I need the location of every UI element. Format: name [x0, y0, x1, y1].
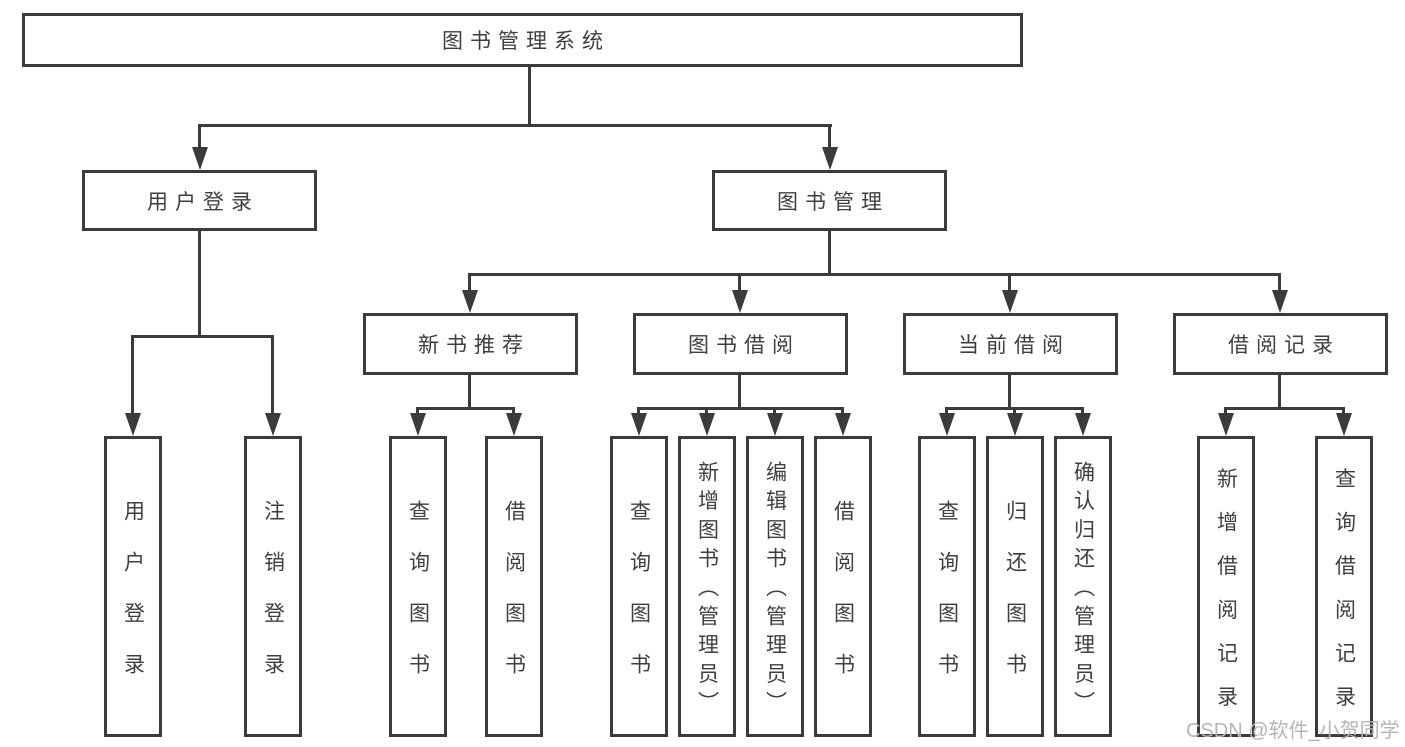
- connector-line: [1008, 375, 1011, 407]
- leaf-query-borrow-record: 查询借阅记录: [1315, 436, 1373, 737]
- arrow-down-icon: [265, 413, 281, 436]
- connector-line: [1342, 407, 1345, 416]
- connector-line: [528, 67, 531, 124]
- leaf-query-books-borrow: 查询图书: [610, 436, 668, 737]
- arrow-down-icon: [767, 413, 783, 436]
- leaf-confirm-return-admin-label: 确认归还（管理员）: [1071, 460, 1095, 720]
- arrow-down-icon: [835, 413, 851, 436]
- csdn-watermark: CSDN @软件_小贺同学: [1186, 720, 1400, 742]
- arrow-down-icon: [506, 413, 522, 436]
- arrow-down-icon: [192, 147, 208, 170]
- leaf-query-books-recommend: 查询图书: [389, 436, 447, 737]
- node-user-login: 用户登录: [82, 170, 317, 231]
- node-user-login-label: 用户登录: [147, 190, 259, 214]
- leaf-query-books-recommend-label: 查询图书: [406, 499, 430, 704]
- arrow-down-icon: [1007, 413, 1023, 436]
- leaf-add-borrow-record: 新增借阅记录: [1197, 436, 1255, 737]
- connector-line: [1278, 375, 1281, 407]
- leaf-query-books-borrow-label: 查询图书: [627, 499, 651, 704]
- connector-line: [198, 231, 201, 335]
- connector-line: [131, 335, 134, 414]
- leaf-borrow-books-label: 借阅图书: [831, 499, 855, 704]
- node-book-borrow-label: 图书借阅: [688, 334, 800, 357]
- leaf-query-books-current: 查询图书: [918, 436, 976, 737]
- connector-line: [637, 407, 844, 410]
- leaf-query-borrow-record-label: 查询借阅记录: [1332, 466, 1356, 729]
- connector-line: [271, 335, 274, 414]
- node-book-management: 图书管理: [712, 170, 947, 231]
- arrow-down-icon: [410, 413, 426, 436]
- connector-line: [828, 231, 831, 273]
- node-book-borrow: 图书借阅: [633, 313, 848, 375]
- connector-line: [841, 407, 844, 416]
- leaf-logout-label: 注销登录: [261, 499, 285, 704]
- connector-line: [416, 407, 419, 416]
- node-current-borrow: 当前借阅: [903, 313, 1118, 375]
- leaf-add-book-admin-label: 新增图书（管理员）: [695, 460, 719, 720]
- node-new-book-recommend: 新书推荐: [363, 313, 578, 375]
- connector-line: [1008, 273, 1011, 293]
- connector-line: [1278, 273, 1281, 293]
- connector-line: [1224, 407, 1227, 416]
- connector-line: [416, 407, 515, 410]
- connector-line: [738, 273, 741, 293]
- connector-line: [468, 273, 1281, 276]
- leaf-add-book-admin: 新增图书（管理员）: [678, 436, 736, 737]
- node-book-management-label: 图书管理: [777, 190, 889, 214]
- leaf-logout: 注销登录: [244, 436, 302, 737]
- arrow-down-icon: [125, 413, 141, 436]
- arrow-down-icon: [1002, 290, 1018, 313]
- arrow-down-icon: [939, 413, 955, 436]
- leaf-confirm-return-admin: 确认归还（管理员）: [1054, 436, 1112, 737]
- connector-line: [828, 124, 831, 150]
- connector-line: [1013, 407, 1016, 416]
- connector-line: [131, 335, 274, 338]
- leaf-borrow-books-recommend: 借阅图书: [485, 436, 543, 737]
- leaf-borrow-books: 借阅图书: [814, 436, 872, 737]
- node-current-borrow-label: 当前借阅: [958, 334, 1070, 357]
- leaf-add-borrow-record-label: 新增借阅记录: [1214, 466, 1238, 729]
- node-library-system-label: 图书管理系统: [442, 30, 610, 53]
- leaf-borrow-books-recommend-label: 借阅图书: [502, 499, 526, 704]
- connector-line: [512, 407, 515, 416]
- connector-line: [773, 407, 776, 416]
- arrow-down-icon: [1272, 290, 1288, 313]
- connector-line: [637, 407, 640, 416]
- node-new-book-recommend-label: 新书推荐: [418, 334, 530, 357]
- connector-line: [1224, 407, 1345, 410]
- connector-line: [198, 124, 832, 127]
- arrow-down-icon: [1218, 413, 1234, 436]
- node-library-system: 图书管理系统: [22, 13, 1023, 67]
- arrow-down-icon: [631, 413, 647, 436]
- arrow-down-icon: [699, 413, 715, 436]
- connector-line: [198, 124, 201, 150]
- arrow-down-icon: [462, 290, 478, 313]
- arrow-down-icon: [1336, 413, 1352, 436]
- connector-line: [1081, 407, 1084, 416]
- leaf-edit-book-admin: 编辑图书（管理员）: [746, 436, 804, 737]
- leaf-user-login: 用户登录: [104, 436, 162, 737]
- connector-line: [468, 375, 471, 407]
- arrow-down-icon: [1075, 413, 1091, 436]
- arrow-down-icon: [822, 147, 838, 170]
- leaf-query-books-current-label: 查询图书: [935, 499, 959, 704]
- node-borrow-records: 借阅记录: [1173, 313, 1388, 375]
- connector-line: [945, 407, 948, 416]
- leaf-user-login-label: 用户登录: [121, 499, 145, 704]
- leaf-return-book-label: 归还图书: [1003, 499, 1027, 704]
- connector-line: [738, 375, 741, 407]
- arrow-down-icon: [732, 290, 748, 313]
- connector-line: [705, 407, 708, 416]
- connector-line: [468, 273, 471, 293]
- leaf-return-book: 归还图书: [986, 436, 1044, 737]
- node-borrow-records-label: 借阅记录: [1228, 334, 1340, 357]
- leaf-edit-book-admin-label: 编辑图书（管理员）: [763, 460, 787, 720]
